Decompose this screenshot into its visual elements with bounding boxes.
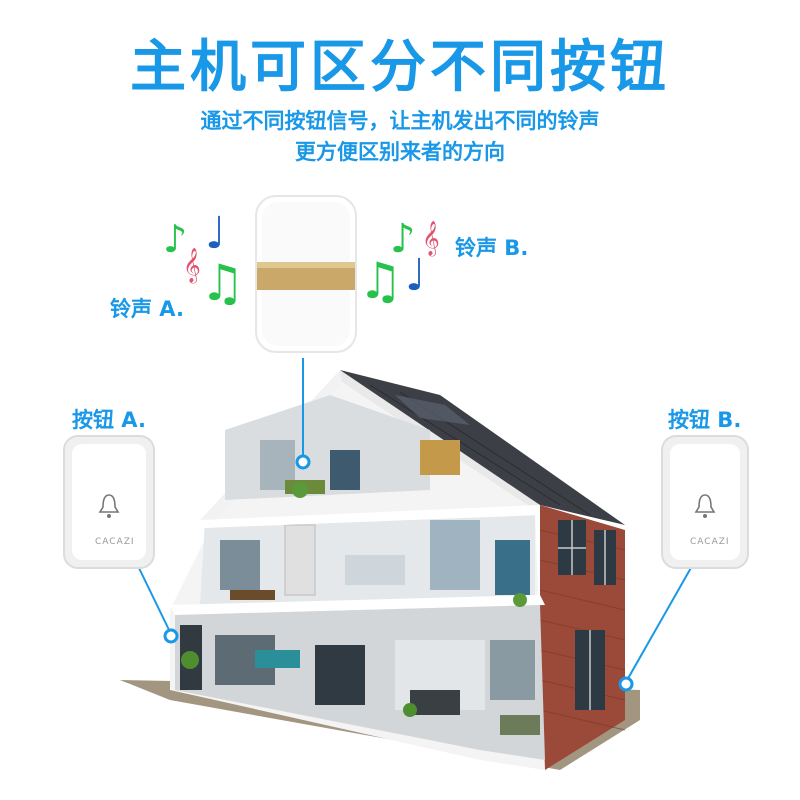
- house-illustration: [170, 370, 626, 770]
- brand-text-b: CACAZI: [690, 537, 730, 547]
- ring-b-label: 铃声 B.: [455, 236, 529, 260]
- chime-receiver: [255, 195, 357, 353]
- connector-lines: [137, 358, 693, 683]
- subtitle: 通过不同按钮信号，让主机发出不同的铃声 更方便区别来者的方向: [0, 106, 800, 168]
- button-b-label: 按钮 B.: [668, 408, 742, 432]
- svg-text:♪: ♪: [390, 216, 416, 262]
- doorbell-button-b: CACAZI: [661, 435, 749, 569]
- ring-a-label: 铃声 A.: [110, 297, 184, 321]
- music-notes-left-icon: ♪ ♩ 𝄞 ♫: [163, 208, 245, 312]
- button-a-label: 按钮 A.: [72, 408, 146, 432]
- bell-icon: [694, 494, 716, 513]
- page-title: 主机可区分不同按钮: [130, 35, 670, 100]
- music-notes-right-icon: ♪ 𝄞 ♩ ♫: [358, 216, 440, 310]
- connector-dot-receiver: [295, 454, 311, 470]
- svg-text:♩: ♩: [405, 250, 426, 301]
- subtitle-line-1: 通过不同按钮信号，让主机发出不同的铃声: [200, 109, 600, 133]
- svg-text:♪: ♪: [163, 217, 187, 261]
- svg-text:𝄞: 𝄞: [183, 248, 201, 284]
- svg-text:♫: ♫: [200, 254, 245, 312]
- subtitle-line-2: 更方便区别来者的方向: [295, 140, 505, 164]
- bell-icon: [98, 494, 120, 513]
- svg-text:♫: ♫: [358, 252, 403, 310]
- connector-dot-button-b: [618, 676, 634, 692]
- svg-text:♩: ♩: [205, 208, 226, 259]
- svg-text:𝄞: 𝄞: [422, 221, 440, 257]
- doorbell-button-a: CACAZI: [63, 435, 155, 569]
- brand-text-a: CACAZI: [95, 537, 135, 547]
- connector-dot-button-a: [163, 628, 179, 644]
